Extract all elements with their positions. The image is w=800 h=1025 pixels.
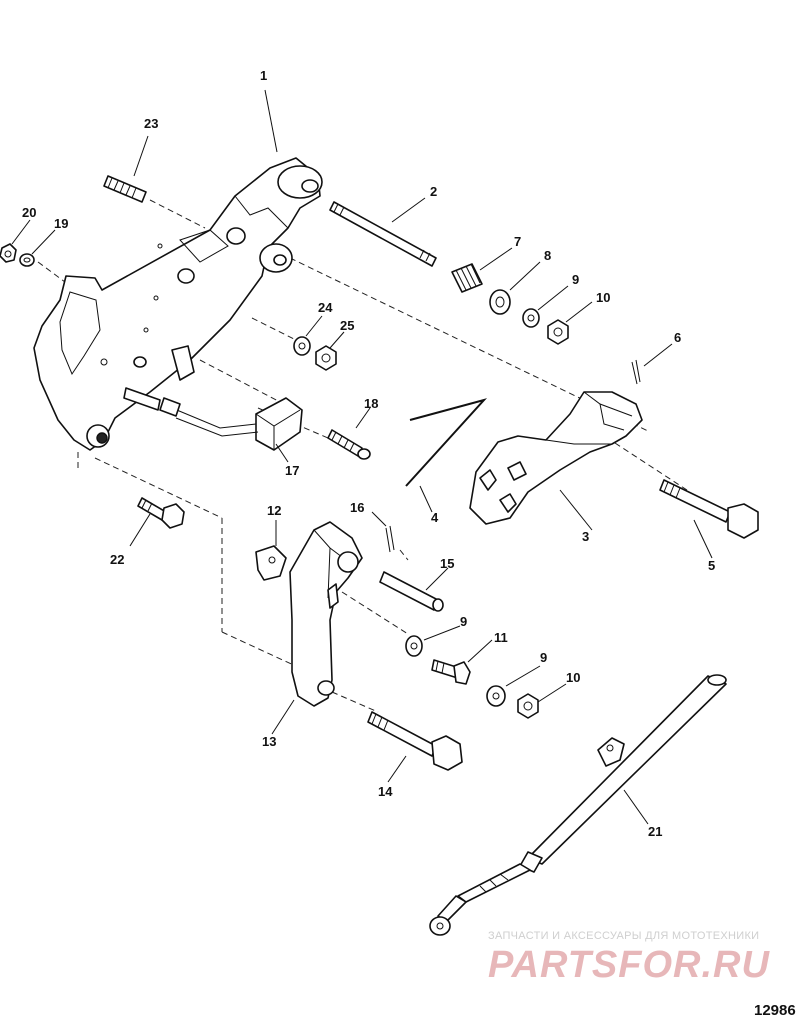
part-1-main-bracket	[33, 89, 323, 451]
part-21-shift-rod	[429, 674, 727, 936]
part-18-screw	[327, 407, 371, 460]
callout-9b: 9	[460, 614, 467, 629]
part-6-cotter-pin	[631, 343, 673, 385]
callout-16: 16	[350, 500, 364, 515]
part-10-nut-lower	[517, 683, 567, 719]
callout-2: 2	[430, 184, 437, 199]
part-24-washer	[293, 315, 323, 356]
part-9-washer-upper	[522, 285, 569, 328]
part-19-washer	[19, 229, 56, 267]
part-16-cotter-pin	[371, 511, 395, 553]
callout-5: 5	[708, 558, 715, 573]
callout-22: 22	[110, 552, 124, 567]
part-9-washer-middle	[405, 625, 461, 657]
watermark-logo-accent: FOR.RU	[618, 944, 770, 986]
callout-15: 15	[440, 556, 454, 571]
callout-24: 24	[318, 300, 333, 315]
callout-8: 8	[544, 248, 551, 263]
callout-13: 13	[262, 734, 276, 749]
callout-11: 11	[494, 630, 508, 645]
callout-19: 19	[54, 216, 68, 231]
part-13-lever	[271, 521, 363, 735]
part-12-clip	[255, 520, 287, 581]
callout-17: 17	[285, 463, 299, 478]
callout-1: 1	[260, 68, 267, 83]
part-20-nut	[0, 219, 31, 263]
callout-21: 21	[648, 824, 662, 839]
part-2-pin	[329, 197, 437, 267]
part-10-nut-upper	[547, 301, 593, 345]
part-5-bolt	[659, 479, 759, 559]
part-3-bracket	[469, 391, 643, 531]
part-22-bolt	[129, 497, 185, 547]
watermark-logo: PARTSFOR.RU	[488, 944, 770, 987]
part-17-switch	[159, 397, 303, 463]
callout-23: 23	[144, 116, 158, 131]
part-15-pin	[379, 567, 449, 612]
watermark-tagline: ЗАПЧАСТИ И АКСЕССУАРЫ ДЛЯ МОТОТЕХНИКИ	[488, 930, 760, 942]
callout-labels: 1 2 3 4 5 6 7 8 9 10 11 12 13 14 15 16 1…	[22, 68, 715, 839]
callout-10b: 10	[566, 670, 580, 685]
callout-7: 7	[514, 234, 521, 249]
part-4-wire-link	[405, 398, 488, 513]
part-8-washer	[489, 261, 541, 315]
callout-25: 25	[340, 318, 354, 333]
callout-14: 14	[378, 784, 393, 799]
callout-3: 3	[582, 529, 589, 544]
part-14-bolt	[367, 711, 463, 783]
callout-12: 12	[267, 503, 281, 518]
part-11-stud	[431, 639, 493, 685]
callout-9c: 9	[540, 650, 547, 665]
callout-6: 6	[674, 330, 681, 345]
part-9-washer-lower	[486, 665, 541, 707]
figure-number: 12986	[754, 1002, 796, 1019]
callout-10a: 10	[596, 290, 610, 305]
part-7-spring	[451, 247, 513, 293]
part-23-stud	[103, 135, 149, 203]
callout-20: 20	[22, 205, 36, 220]
callout-9a: 9	[572, 272, 579, 287]
callout-18: 18	[364, 396, 378, 411]
part-25-nut	[315, 331, 345, 371]
watermark-logo-main: PARTS	[488, 944, 619, 986]
callout-4: 4	[431, 510, 439, 525]
